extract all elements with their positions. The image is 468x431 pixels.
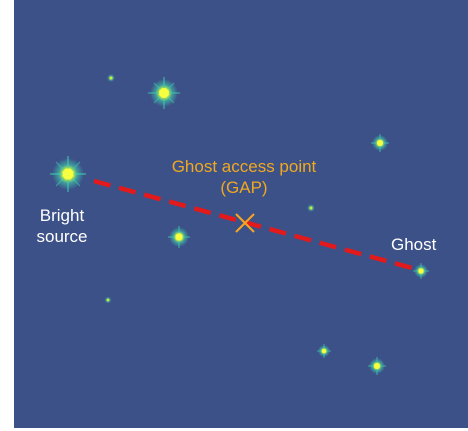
reflection-path-line [93,178,413,271]
x-cross-icon [235,213,255,233]
bright-source-label-line2: source [36,227,88,246]
star-faint-top-left [107,74,115,82]
star-top [148,77,180,109]
ghost-label: Ghost [391,235,437,254]
star-faint-center [307,204,315,212]
ghost-star [413,263,429,279]
star-field [50,74,429,375]
star-mid-left [168,226,190,248]
gap-label-line2: (GAP) [220,178,268,197]
star-right [371,134,389,152]
sky-image-panel [14,0,468,428]
gap-label-line1: Ghost access point [171,157,317,176]
bright-source-star [50,156,86,192]
bright-source-label-line1: Bright [39,206,85,225]
sky-image [14,0,468,428]
bright-source-label: Bright source [22,205,102,247]
star-bottom-right [368,357,386,375]
star-faint-left [104,296,112,304]
star-bottom-center [317,344,331,358]
gap-label: Ghost access point (GAP) [144,156,344,198]
sky-background [14,0,468,428]
